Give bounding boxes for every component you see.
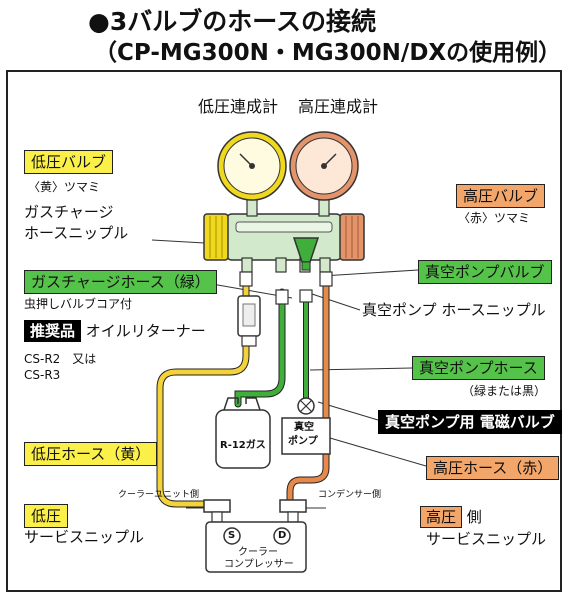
high-side-badge: 高圧 <box>420 506 463 528</box>
gas-charge-label: ガスチャージ <box>24 203 114 221</box>
port-s-label: S <box>228 530 236 541</box>
solenoid-valve <box>297 397 315 415</box>
oil-returner-label: 推奨品 オイルリターナー <box>24 320 206 342</box>
high-side-suffix: 側 <box>466 508 482 526</box>
high-gauge-label: 高圧連成計 <box>298 97 379 116</box>
vacuum-hose-label: 真空ポンプホース <box>412 356 545 380</box>
manifold-body <box>225 213 343 273</box>
vacuum-valve-knob <box>292 237 320 271</box>
cs-r3-label: CS-R3 <box>24 368 61 382</box>
vacuum-valve-label: 真空ポンプバルブ <box>418 260 552 284</box>
page-subtitle: （CP-MG300N・MG300N/DXの使用例） <box>94 40 562 66</box>
low-knob-label: 〈黄〉ツマミ <box>28 180 101 194</box>
high-gauge <box>289 131 359 217</box>
gas-charge-nipple-label: ホースニップル <box>24 224 129 242</box>
vacuum-pump-label-2: ポンプ <box>288 436 318 447</box>
condenser-side-label: コンデンサー側 <box>318 490 382 500</box>
gas-hose-label: ガスチャージホース（緑） <box>24 270 217 294</box>
vacuum-pump <box>281 417 331 455</box>
low-side-label: 低圧 <box>24 504 69 528</box>
compressor-label-2: コンプレッサー <box>224 559 294 570</box>
service-couplers <box>186 499 326 523</box>
cooler-unit-side-label: クーラーユニット側 <box>118 490 200 500</box>
hoses <box>156 268 330 508</box>
gas-cylinders <box>215 397 271 469</box>
low-hose <box>157 269 249 507</box>
oil-returner-text: オイルリターナー <box>85 322 206 340</box>
vacuum-nipple-label: 真空ポンプ ホースニップル <box>362 301 546 319</box>
low-valve-label: 低圧バルブ <box>24 150 114 174</box>
compressor-label-1: クーラー <box>238 547 278 558</box>
high-knob-label: 〈赤〉ツマミ <box>458 211 531 225</box>
valve-core-label: 虫押しバルブコア付 <box>24 297 133 311</box>
solenoid-valve-label: 真空ポンプ用 電磁バルブ <box>378 410 562 434</box>
low-service-nipple-label: サービスニップル <box>24 528 145 546</box>
leader-high-hose <box>329 437 427 467</box>
low-hose-label: 低圧ホース（黄） <box>24 442 158 466</box>
oil-returner <box>237 295 261 347</box>
high-hose <box>287 269 329 505</box>
compressor <box>205 521 307 573</box>
vacuum-hose-note: （緑または黒） <box>462 384 547 398</box>
red-knob <box>339 213 365 261</box>
cs-r2-label: CS-R2 又は <box>24 352 97 366</box>
yellow-knob <box>203 213 229 261</box>
recommended-badge: 推奨品 <box>24 320 82 342</box>
fittings <box>239 271 333 305</box>
high-side-label: 高圧 側 <box>420 506 482 528</box>
high-hose-label: 高圧ホース（赤） <box>426 456 560 480</box>
leader-vacuum-nipple <box>305 291 361 311</box>
high-service-nipple-label: サービスニップル <box>426 530 547 548</box>
port-d-label: D <box>278 530 287 541</box>
low-gauge-label: 低圧連成計 <box>198 97 279 116</box>
page-title: ●3バルブのホースの接続 <box>88 7 376 36</box>
high-valve-label: 高圧バルブ <box>456 184 546 208</box>
leader-vacuum-valve <box>321 269 419 277</box>
low-gauge <box>217 131 287 217</box>
low-hose-outline <box>156 268 250 508</box>
vacuum-pump-label-1: 真空 <box>294 422 314 433</box>
r12-gas-label: R-12ガス <box>220 440 266 451</box>
gas-hose <box>235 289 285 407</box>
